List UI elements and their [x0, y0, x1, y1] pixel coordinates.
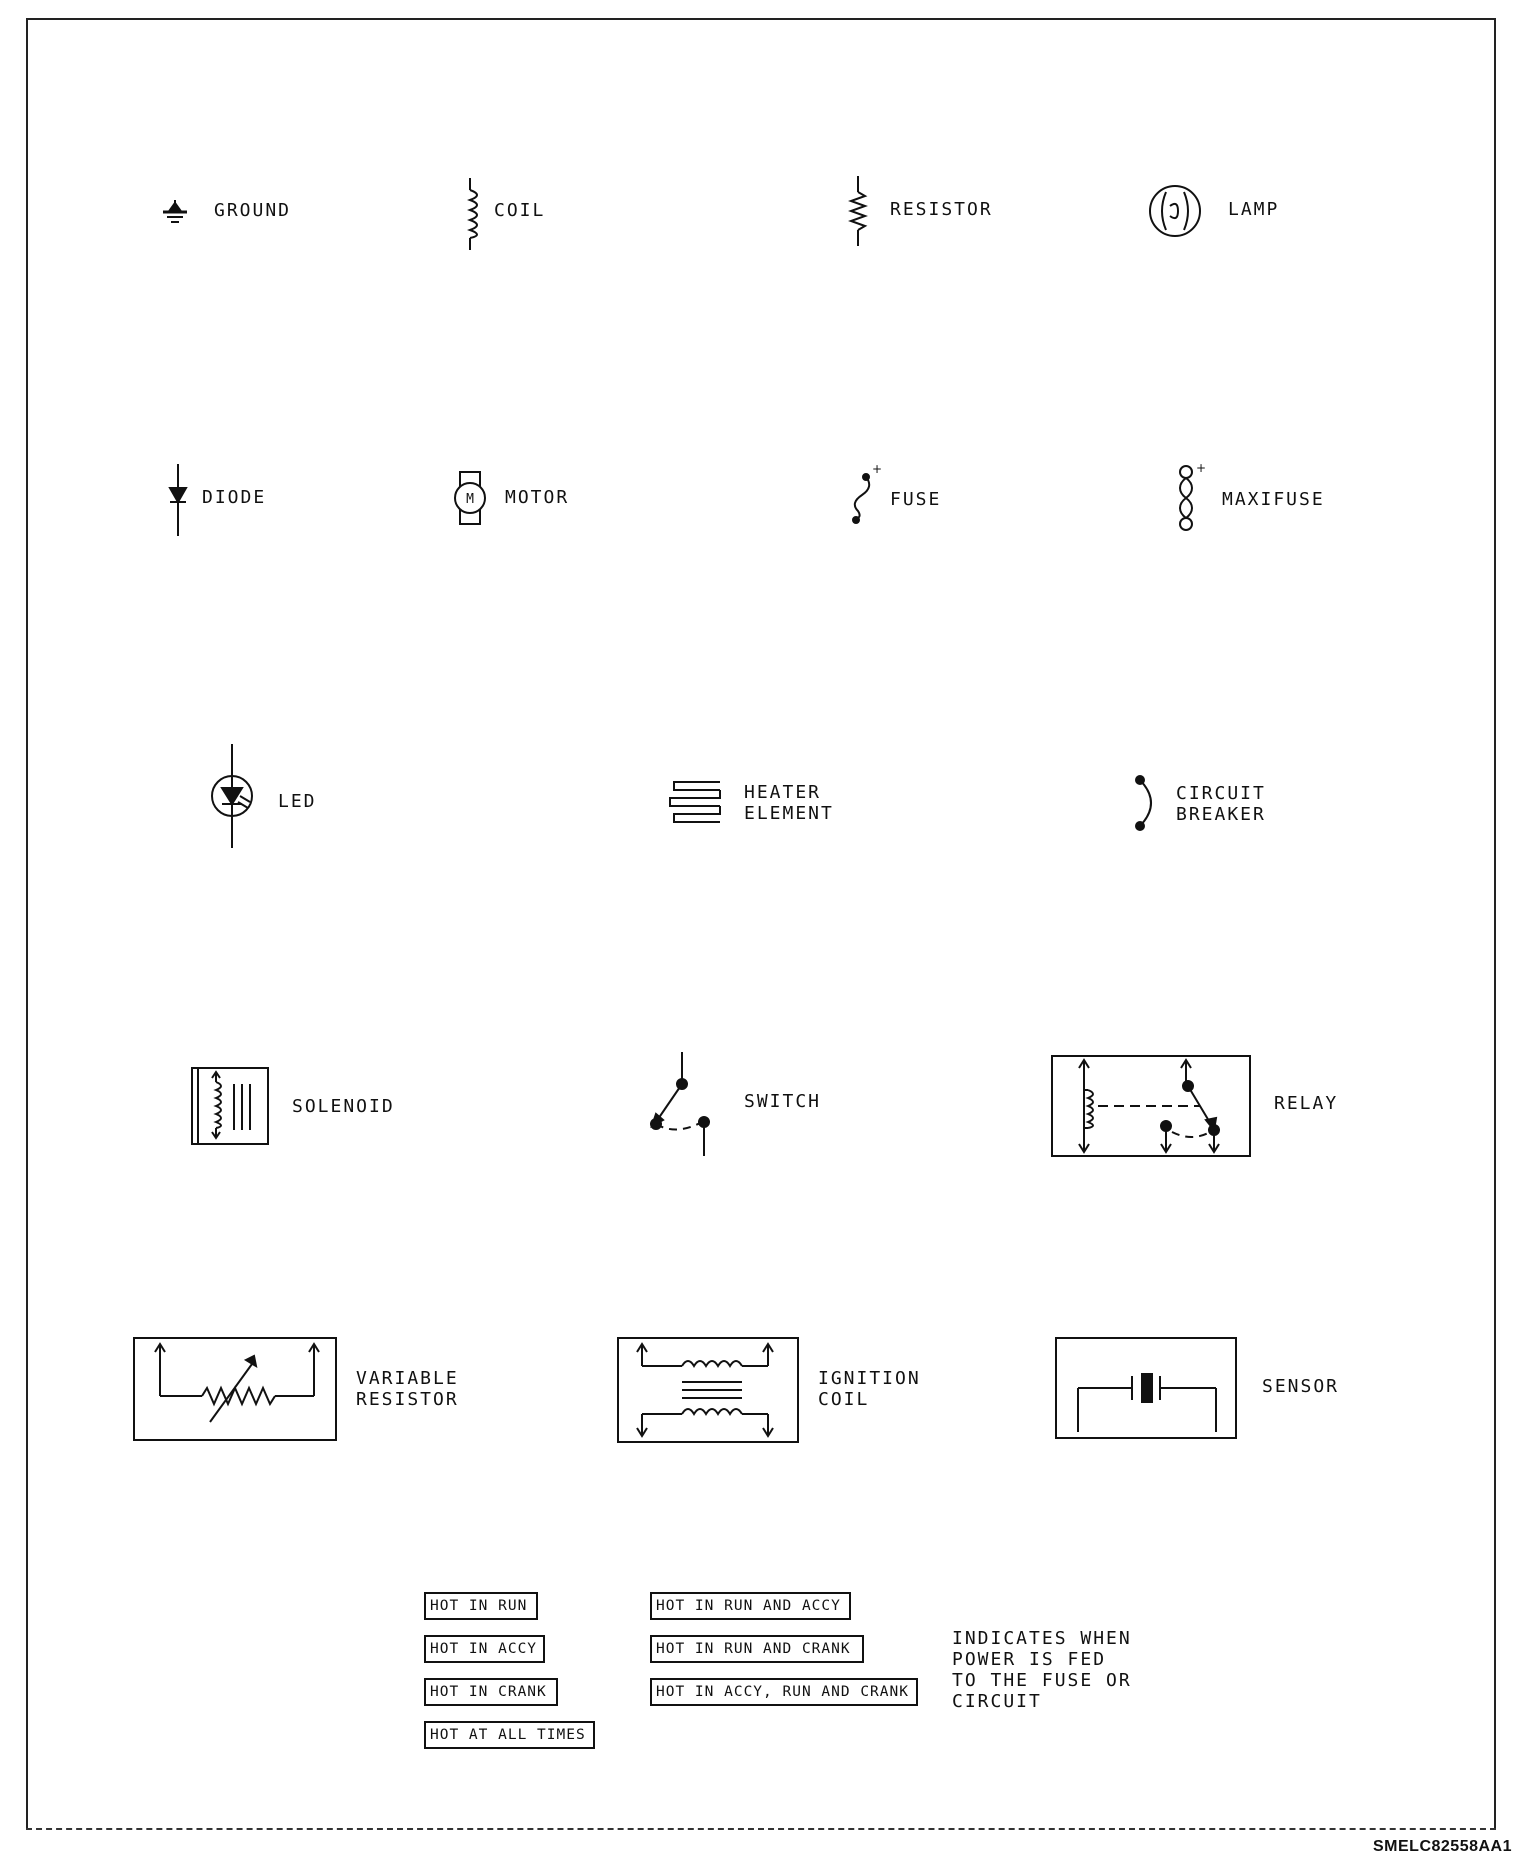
tag-hot-in-accy: HOT IN ACCY [424, 1635, 545, 1663]
power-note-line: CIRCUIT [952, 1691, 1042, 1712]
motor-label: MOTOR [505, 487, 570, 508]
fuse-symbol: + [852, 462, 882, 524]
resistor-symbol [848, 176, 868, 246]
tag-hot-in-accy-run-and-crank: HOT IN ACCY, RUN AND CRANK [650, 1678, 918, 1706]
solenoid-symbol [191, 1067, 269, 1145]
maxifuse-plus: + [1196, 461, 1206, 475]
maxifuse-label: MAXIFUSE [1222, 489, 1325, 510]
fuse-plus: + [872, 462, 882, 476]
led-symbol [211, 744, 253, 848]
solenoid-label: SOLENOID [292, 1096, 395, 1117]
diode-label: DIODE [202, 487, 267, 508]
tag-hot-in-run: HOT IN RUN [424, 1592, 538, 1620]
resistor-label: RESISTOR [890, 199, 993, 220]
variable-resistor-label-2: RESISTOR [356, 1389, 459, 1410]
tag-hot-in-run-and-crank: HOT IN RUN AND CRANK [650, 1635, 864, 1663]
power-note-line: INDICATES WHEN [952, 1628, 1132, 1649]
circuit-breaker-label-2: BREAKER [1176, 804, 1266, 825]
maxifuse-symbol: + [1179, 461, 1206, 531]
heater-element-label-1: HEATER [744, 782, 822, 803]
relay-symbol [1051, 1055, 1251, 1157]
fuse-label: FUSE [890, 489, 942, 510]
heater-element-symbol [669, 781, 721, 823]
switch-symbol [650, 1052, 710, 1156]
tag-hot-in-run-and-accy: HOT IN RUN AND ACCY [650, 1592, 851, 1620]
ignition-coil-label-1: IGNITION [818, 1368, 921, 1389]
power-note-line: POWER IS FED [952, 1649, 1107, 1670]
ground-label: GROUND [214, 200, 292, 221]
power-note-line: TO THE FUSE OR [952, 1670, 1132, 1691]
diode-symbol [168, 464, 188, 536]
tag-hot-at-all-times: HOT AT ALL TIMES [424, 1721, 595, 1749]
motor-letter: M [466, 492, 474, 507]
variable-resistor-symbol [133, 1337, 337, 1441]
sensor-symbol [1055, 1337, 1237, 1439]
circuit-breaker-symbol [1135, 775, 1152, 831]
coil-label: COIL [494, 200, 546, 221]
figure-code: SMELC82558AA1 [1373, 1838, 1512, 1855]
coil-symbol [467, 178, 478, 250]
motor-symbol: M [454, 471, 486, 525]
ground-symbol [163, 200, 187, 223]
ignition-coil-label-2: COIL [818, 1389, 870, 1410]
ignition-coil-symbol [617, 1337, 799, 1443]
led-label: LED [278, 791, 317, 812]
sensor-label: SENSOR [1262, 1376, 1340, 1397]
diagram-frame [26, 18, 1496, 1830]
power-note: INDICATES WHEN POWER IS FED TO THE FUSE … [952, 1628, 1192, 1712]
circuit-breaker-label-1: CIRCUIT [1176, 783, 1266, 804]
heater-element-label-2: ELEMENT [744, 803, 834, 824]
lamp-symbol [1149, 185, 1201, 237]
variable-resistor-label-1: VARIABLE [356, 1368, 459, 1389]
relay-label: RELAY [1274, 1093, 1339, 1114]
tag-hot-in-crank: HOT IN CRANK [424, 1678, 558, 1706]
lamp-label: LAMP [1228, 199, 1280, 220]
bottom-dashed-border [26, 1828, 1496, 1830]
switch-label: SWITCH [744, 1091, 822, 1112]
